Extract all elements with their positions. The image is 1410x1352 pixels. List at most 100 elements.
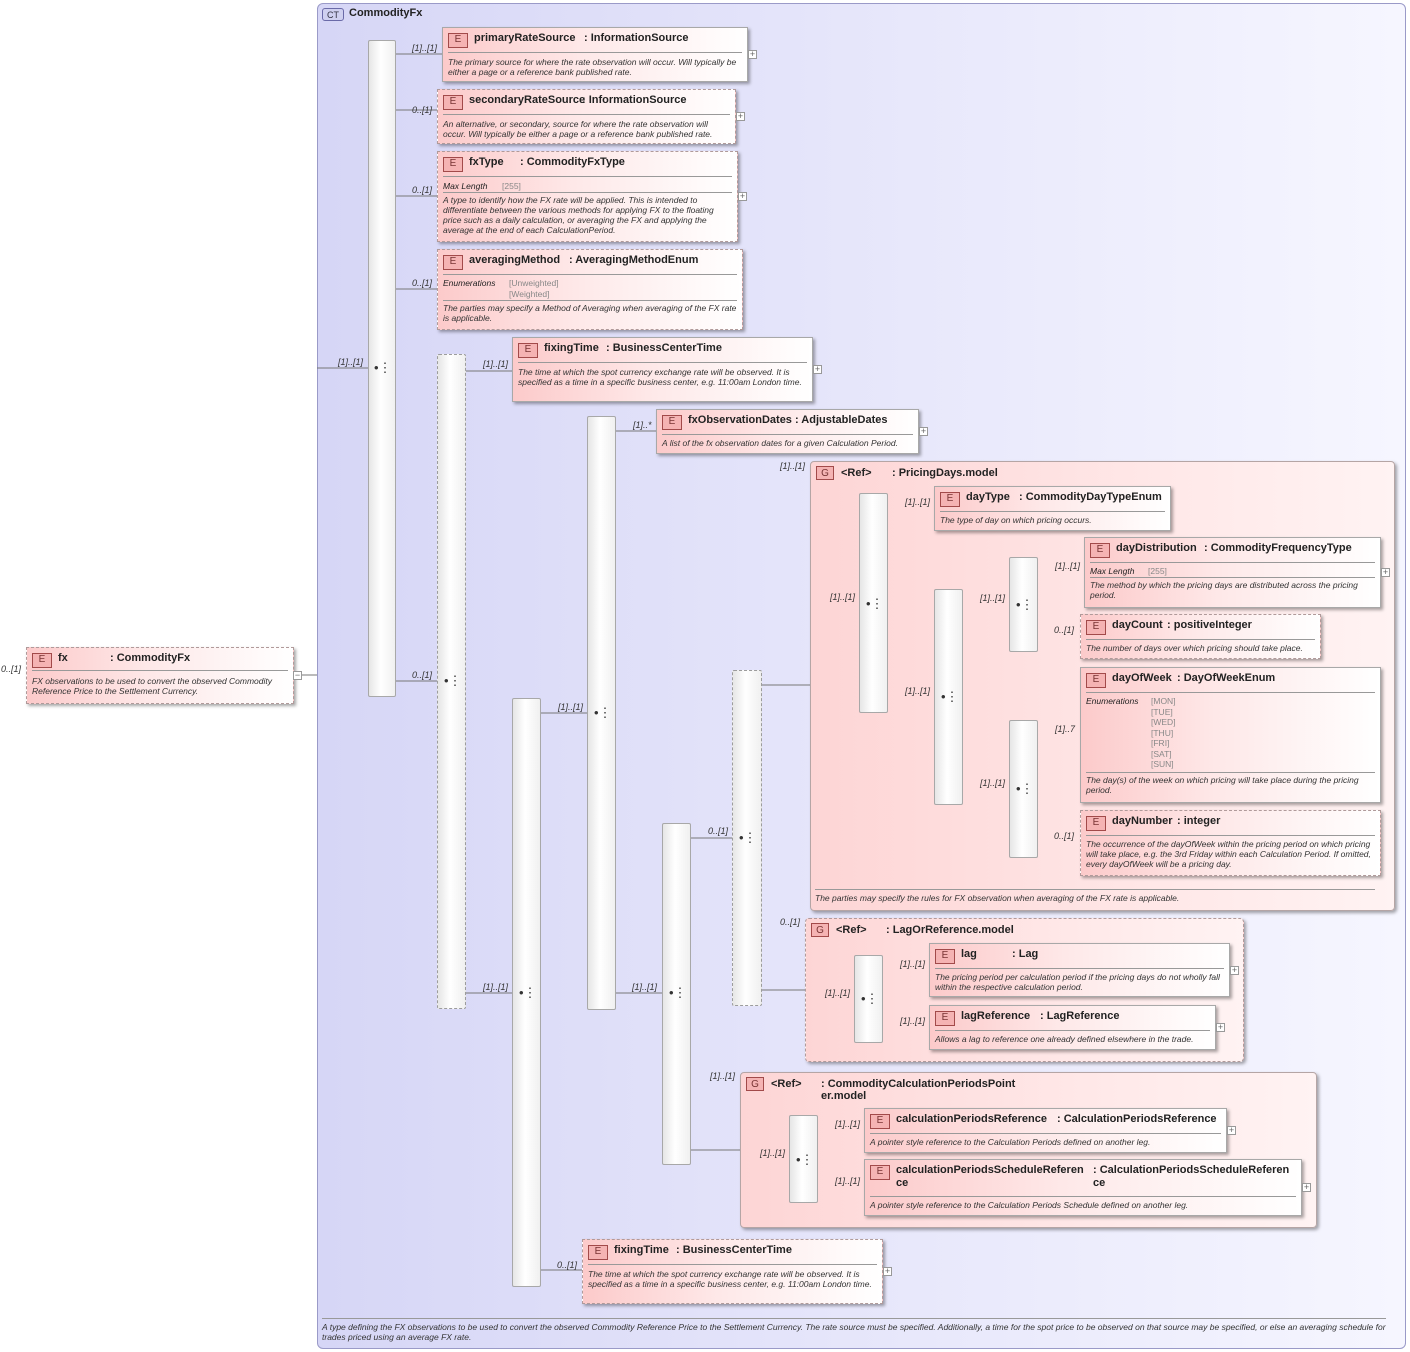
element-day-count[interactable]: E dayCount : positiveInteger The number … bbox=[1080, 614, 1321, 659]
collapse-icon[interactable]: − bbox=[293, 670, 302, 680]
element-fx-type[interactable]: E fxType : CommodityFxType Max Length [2… bbox=[437, 151, 738, 242]
element-name: fxType bbox=[469, 156, 504, 168]
element-type: : DayOfWeekEnum bbox=[1177, 672, 1276, 684]
divider bbox=[935, 1030, 1210, 1031]
element-doc: The method by which the pricing days are… bbox=[1090, 580, 1358, 600]
choice-icon: •⋮ bbox=[444, 673, 462, 688]
element-cardinality: 0..[1] bbox=[1054, 625, 1075, 635]
choice-calc-periods[interactable] bbox=[789, 1115, 818, 1203]
element-cardinality: [1]..[1] bbox=[835, 1176, 861, 1186]
choice-icon: •⋮ bbox=[861, 991, 879, 1006]
sequence-d[interactable] bbox=[662, 823, 691, 1165]
divider bbox=[443, 192, 732, 193]
element-lag-reference[interactable]: E lagReference : LagReference Allows a l… bbox=[929, 1005, 1216, 1050]
sequence-day-distribution[interactable] bbox=[1009, 557, 1038, 652]
choice-pricing-days[interactable] bbox=[934, 589, 963, 805]
element-lag[interactable]: E lag : Lag The pricing period per calcu… bbox=[929, 943, 1230, 997]
element-doc: The time at which the spot currency exch… bbox=[518, 367, 802, 387]
expand-icon[interactable]: + bbox=[1381, 567, 1390, 577]
element-doc: The primary source for where the rate ob… bbox=[448, 57, 737, 77]
element-tag: E bbox=[443, 95, 463, 110]
element-fx-observation-dates[interactable]: E fxObservationDates : AdjustableDates A… bbox=[656, 409, 919, 454]
element-tag: E bbox=[870, 1114, 890, 1129]
expand-icon[interactable]: + bbox=[738, 191, 747, 201]
sequence-icon: •⋮ bbox=[669, 985, 687, 1000]
element-day-type[interactable]: E dayType : CommodityDayTypeEnum The typ… bbox=[934, 486, 1171, 531]
element-day-of-week[interactable]: E dayOfWeek : DayOfWeekEnum Enumerations… bbox=[1080, 667, 1381, 803]
element-cardinality: 0..[1] bbox=[412, 185, 433, 195]
element-day-number[interactable]: E dayNumber : integer The occurrence of … bbox=[1080, 810, 1381, 876]
element-cardinality: [1]..* bbox=[633, 420, 652, 430]
element-cardinality: [1]..[1] bbox=[905, 497, 931, 507]
element-type: : BusinessCenterTime bbox=[676, 1244, 792, 1256]
element-name: dayDistribution bbox=[1116, 542, 1197, 554]
sequence-c[interactable] bbox=[587, 416, 616, 1010]
facet-label: Max Length bbox=[1090, 566, 1135, 576]
sequence-day-of-week[interactable] bbox=[1009, 720, 1038, 858]
choice-icon: •⋮ bbox=[739, 830, 757, 845]
expand-icon[interactable]: + bbox=[736, 111, 745, 121]
choice-lag[interactable] bbox=[854, 955, 883, 1043]
element-averaging-method[interactable]: E averagingMethod : AveragingMethodEnum … bbox=[437, 249, 743, 330]
expand-icon[interactable]: + bbox=[813, 364, 822, 374]
element-tag: E bbox=[1090, 543, 1110, 558]
element-cardinality: [1]..[1] bbox=[900, 959, 926, 969]
group-cardinality: [1]..[1] bbox=[780, 461, 806, 471]
element-name: primaryRateSource bbox=[474, 32, 576, 44]
element-cardinality: [1]..[1] bbox=[900, 1016, 926, 1026]
element-day-distribution[interactable]: E dayDistribution : CommodityFrequencyTy… bbox=[1084, 537, 1381, 608]
sequence-icon: •⋮ bbox=[519, 985, 537, 1000]
divider bbox=[518, 362, 807, 363]
expand-icon[interactable]: + bbox=[1230, 965, 1239, 975]
divider bbox=[1090, 562, 1375, 563]
element-calculation-periods-reference[interactable]: E calculationPeriodsReference : Calculat… bbox=[864, 1108, 1227, 1153]
element-cardinality: [1]..[1] bbox=[483, 359, 509, 369]
expand-icon[interactable]: + bbox=[919, 426, 928, 436]
element-tag: E bbox=[1086, 816, 1106, 831]
choice-a[interactable] bbox=[437, 354, 466, 1009]
compositor-cardinality: [1]..[1] bbox=[558, 702, 584, 712]
element-type: : CommodityFrequencyType bbox=[1204, 542, 1352, 554]
facet-label: Enumerations bbox=[443, 278, 496, 288]
element-primary-rate-source[interactable]: E primaryRateSource : InformationSource … bbox=[442, 27, 748, 82]
sequence-pricing-days[interactable] bbox=[859, 493, 888, 713]
compositor-cardinality: [1]..[1] bbox=[905, 686, 931, 696]
facet-value: [255] bbox=[502, 181, 521, 191]
sequence-icon: •⋮ bbox=[1016, 781, 1034, 796]
expand-icon[interactable]: + bbox=[1227, 1125, 1236, 1135]
expand-icon[interactable]: + bbox=[883, 1266, 892, 1276]
facet-label: Max Length bbox=[443, 181, 488, 191]
group-cardinality: [1]..[1] bbox=[710, 1071, 736, 1081]
sequence-main[interactable] bbox=[368, 40, 396, 697]
element-type: : CommodityFxType bbox=[520, 156, 625, 168]
compositor-cardinality: [1]..[1] bbox=[338, 357, 364, 367]
sequence-b[interactable] bbox=[512, 698, 541, 1287]
element-name: fixingTime bbox=[614, 1244, 669, 1256]
compositor-cardinality: [1]..[1] bbox=[830, 592, 856, 602]
element-tag: E bbox=[588, 1245, 608, 1260]
root-cardinality: 0..[1] bbox=[1, 664, 22, 674]
element-fixing-time-optional[interactable]: E fixingTime : BusinessCenterTime The ti… bbox=[582, 1239, 883, 1304]
expand-icon[interactable]: + bbox=[748, 49, 757, 59]
element-type: : BusinessCenterTime bbox=[606, 342, 722, 354]
element-fixing-time[interactable]: E fixingTime : BusinessCenterTime The ti… bbox=[512, 337, 813, 402]
element-fx[interactable]: E fx : CommodityFx FX observations to be… bbox=[26, 647, 294, 704]
element-calculation-periods-schedule-reference[interactable]: E calculationPeriodsScheduleReferen ce :… bbox=[864, 1159, 1302, 1216]
element-type: : CalculationPeriodsReference bbox=[1057, 1113, 1217, 1125]
complex-type-tag: CT bbox=[322, 8, 344, 21]
element-type: : AveragingMethodEnum bbox=[569, 254, 699, 266]
element-name: dayNumber bbox=[1112, 815, 1173, 827]
sequence-icon: •⋮ bbox=[866, 596, 884, 611]
element-doc: A type to identify how the FX rate will … bbox=[443, 195, 714, 235]
divider bbox=[870, 1133, 1221, 1134]
group-doc: The parties may specify the rules for FX… bbox=[815, 889, 1375, 903]
divider bbox=[448, 52, 742, 53]
divider bbox=[443, 176, 732, 177]
choice-e[interactable] bbox=[732, 670, 762, 1006]
expand-icon[interactable]: + bbox=[1302, 1182, 1311, 1192]
expand-icon[interactable]: + bbox=[1216, 1022, 1225, 1032]
element-type: : CalculationPeriodsScheduleReferen ce bbox=[1093, 1164, 1290, 1189]
element-doc: The pricing period per calculation perio… bbox=[935, 972, 1220, 992]
element-cardinality: [1]..[1] bbox=[835, 1119, 861, 1129]
element-secondary-rate-source[interactable]: E secondaryRateSource : InformationSourc… bbox=[437, 89, 736, 144]
